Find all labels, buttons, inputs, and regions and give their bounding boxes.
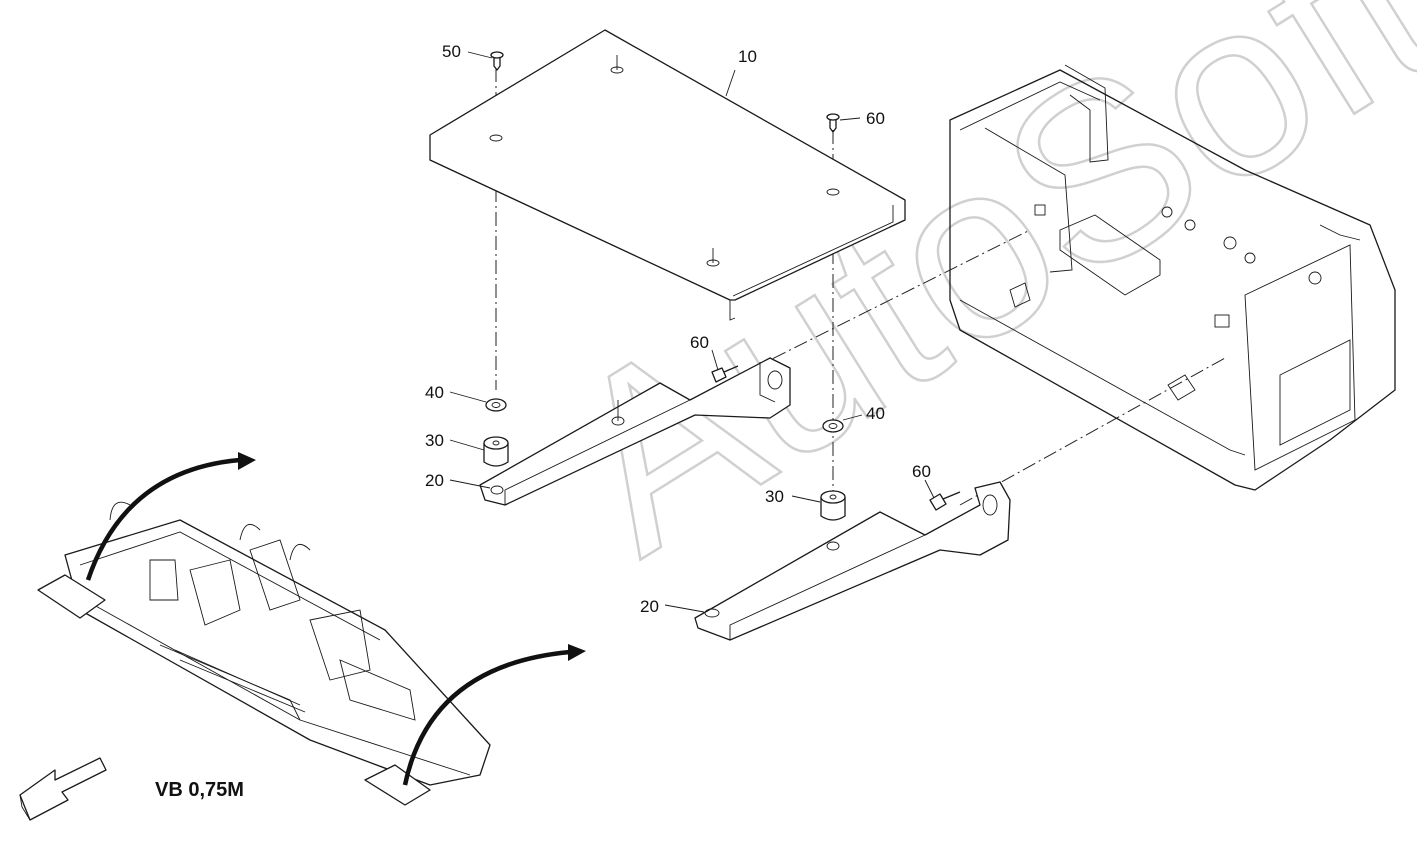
screw-left bbox=[490, 51, 504, 71]
screw-right bbox=[826, 113, 840, 133]
bracket-right bbox=[694, 481, 1011, 641]
callout-screw-right: 60 bbox=[866, 109, 885, 128]
callout-damper-right: 30 bbox=[765, 487, 784, 506]
callout-washer-right: 40 bbox=[866, 404, 885, 423]
top-cover-plate bbox=[429, 29, 906, 321]
callout-leaders bbox=[449, 51, 935, 613]
callout-bracket-right: 20 bbox=[640, 597, 659, 616]
right-plate-highlight bbox=[364, 764, 431, 806]
diagram-caption: VB 0,75M bbox=[155, 779, 244, 801]
callout-bolt-right: 60 bbox=[912, 462, 931, 481]
damper-right bbox=[820, 490, 846, 521]
view-direction-arrow-icon bbox=[19, 757, 107, 821]
bolt-right bbox=[929, 491, 961, 511]
callout-screw-left: 50 bbox=[442, 42, 461, 61]
left-plate-highlight bbox=[37, 574, 106, 619]
curved-arrow-left bbox=[85, 452, 256, 581]
callout-damper-left: 30 bbox=[425, 431, 444, 450]
curved-arrow-right bbox=[402, 644, 586, 786]
callout-labels: 50 60 10 40 30 20 40 30 20 60 60 bbox=[425, 42, 931, 616]
machine-overview bbox=[37, 501, 491, 806]
callout-top-cover: 10 bbox=[738, 47, 757, 66]
damper-left bbox=[483, 436, 509, 467]
washer-right bbox=[822, 419, 844, 433]
callout-bolt-center: 60 bbox=[690, 333, 709, 352]
bolt-center bbox=[711, 365, 739, 383]
frame-housing bbox=[949, 64, 1396, 491]
callout-washer-left: 40 bbox=[425, 383, 444, 402]
callout-bracket-left: 20 bbox=[425, 471, 444, 490]
washer-left bbox=[485, 398, 507, 412]
bracket-left bbox=[479, 357, 791, 506]
